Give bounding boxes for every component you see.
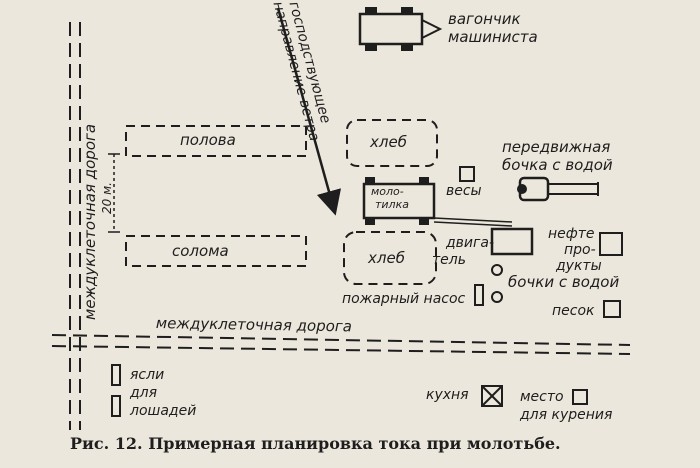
drive-belt xyxy=(433,217,513,227)
oil-label-line3: дукты xyxy=(556,258,602,274)
horse-feeders-label-line2: для xyxy=(130,385,158,401)
chaff-label: полова xyxy=(180,131,236,149)
smoking-place-icon xyxy=(572,389,588,405)
sand-label: песок xyxy=(552,303,595,319)
water-barrels-label: бочки с водой xyxy=(508,273,620,291)
wagon-label-line2: машиниста xyxy=(448,28,538,46)
kitchen-icon xyxy=(481,385,503,407)
grain-label-top: хлеб xyxy=(370,133,407,151)
mobile-tank-label-line2: бочка с водой xyxy=(502,156,613,174)
smoking-label-line1: место xyxy=(520,389,564,405)
oil-products-icon xyxy=(599,232,623,256)
thresher-label-line2: тилка xyxy=(375,198,409,211)
grain-area-top xyxy=(346,119,438,167)
horizontal-road-label: междуклеточная дорога xyxy=(155,314,353,336)
water-barrels-icon xyxy=(491,264,503,303)
engine-icon xyxy=(490,227,534,256)
mobile-tank-label-line1: передвижная xyxy=(502,138,611,156)
smoking-label-line2: для курения xyxy=(520,407,613,423)
oil-label-line1: нефте xyxy=(548,226,595,242)
horizontal-road xyxy=(51,334,631,355)
grain-area-bottom xyxy=(343,231,437,285)
mobile-tank-icon xyxy=(517,176,599,202)
oil-label-line2: про- xyxy=(564,242,596,258)
vertical-road-label: междуклеточная дорога xyxy=(81,123,99,320)
distance-marker xyxy=(108,153,120,233)
engine-label-line2: тель xyxy=(432,252,466,268)
scales-label: весы xyxy=(446,183,482,199)
horse-feeders-icon xyxy=(111,364,121,417)
chaff-area xyxy=(125,125,307,157)
figure-caption: Рис. 12. Примерная планировка тока при м… xyxy=(70,434,561,453)
wagon-label-line1: вагончик xyxy=(448,10,521,28)
thresher-icon xyxy=(362,177,436,225)
wind-direction-arrow xyxy=(276,7,342,216)
distance-label: 20 м. xyxy=(100,182,114,214)
engine-label-line1: двига- xyxy=(446,235,495,251)
scales-icon xyxy=(459,166,475,182)
sand-icon xyxy=(603,300,621,318)
thresher-label-line1: моло- xyxy=(371,185,404,198)
horse-feeders-label-line1: ясли xyxy=(130,367,165,383)
straw-label: солома xyxy=(172,242,229,260)
straw-area xyxy=(125,235,307,267)
fire-pump-label: пожарный насос xyxy=(342,291,466,307)
kitchen-label: кухня xyxy=(426,387,469,403)
horse-feeders-label-line3: лошадей xyxy=(130,403,197,419)
grain-label-bottom: хлеб xyxy=(368,249,405,267)
wagon-icon xyxy=(358,7,443,51)
fire-pump-icon xyxy=(474,284,484,306)
vertical-road xyxy=(69,22,81,430)
